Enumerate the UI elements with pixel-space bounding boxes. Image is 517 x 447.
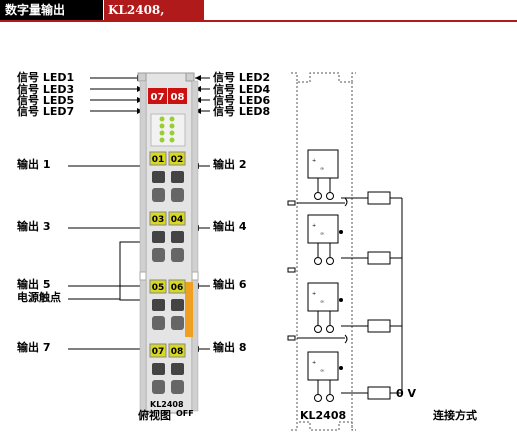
led-green-matrix xyxy=(150,113,186,147)
channel-block-01-02: 01 02 xyxy=(149,151,186,202)
channel-label-05: 05 xyxy=(152,283,165,293)
schematic-model-label: KL2408 xyxy=(300,409,346,422)
channel-label-01: 01 xyxy=(152,155,165,165)
led-label-6: 信号 LED6 xyxy=(213,94,271,107)
output-label-2: 输出 2 xyxy=(213,158,247,171)
svg-text:+: + xyxy=(312,223,316,229)
output-label-4: 输出 4 xyxy=(213,220,247,233)
svg-text:+: + xyxy=(312,158,316,164)
terminal-caption: 俯视图 xyxy=(138,408,171,422)
output-label-8: 输出 8 xyxy=(213,341,247,354)
svg-text:+: + xyxy=(312,291,316,297)
channel-label-06: 06 xyxy=(171,283,184,293)
led-leaders-left xyxy=(90,75,143,114)
svg-text:∞: ∞ xyxy=(320,368,324,374)
header-title: 数字量输出 xyxy=(0,0,103,20)
led-label-2: 信号 LED2 xyxy=(213,71,271,84)
svg-text:∞: ∞ xyxy=(320,166,324,172)
schematic-caption: 连接方式 xyxy=(433,408,477,422)
channel-block-07-08: 07 08 xyxy=(149,343,186,394)
schematic-block-marks: + ∞ + ∞ + ∞ + ∞ xyxy=(312,158,324,374)
led-red-block: 07 08 xyxy=(148,88,187,104)
output-label-5: 输出 5 xyxy=(17,278,51,291)
load-resistor-2 xyxy=(367,251,391,265)
led-number-08: 08 xyxy=(171,92,185,103)
led-number-07: 07 xyxy=(151,92,165,103)
header-models: KL2408, KL2488 xyxy=(104,0,204,37)
svg-text:∞: ∞ xyxy=(320,231,324,237)
load-resistor-4 xyxy=(367,386,391,400)
channel-label-03: 03 xyxy=(152,215,165,225)
power-contact-strip xyxy=(185,282,193,337)
schematic-load-wiring xyxy=(341,191,403,400)
led-label-4: 信号 LED4 xyxy=(213,83,271,96)
terminal-model-label: KL2408 xyxy=(150,400,184,409)
channel-block-05-06: 05 06 xyxy=(149,279,186,330)
power-contact-label: 电源触点 xyxy=(17,291,61,304)
led-label-3: 信号 LED3 xyxy=(17,83,75,96)
load-resistor-1 xyxy=(367,191,391,205)
led-label-7: 信号 LED7 xyxy=(17,105,75,118)
svg-text:∞: ∞ xyxy=(320,299,324,305)
output-label-3: 输出 3 xyxy=(17,220,51,233)
schematic-enclosure xyxy=(291,72,356,431)
load-resistor-3 xyxy=(367,319,391,333)
channel-label-08: 08 xyxy=(171,347,184,357)
output-label-1: 输出 1 xyxy=(17,158,51,171)
schematic-power-rails xyxy=(287,197,348,344)
channel-block-03-04: 03 04 xyxy=(149,211,186,262)
schematic-junctions xyxy=(339,230,343,370)
led-label-1: 信号 LED1 xyxy=(17,71,75,84)
output-label-6: 输出 6 xyxy=(213,278,247,291)
channel-label-04: 04 xyxy=(171,215,184,225)
led-label-5: 信号 LED5 xyxy=(17,94,75,107)
header-bar: 数字量输出 KL2408, KL2488 xyxy=(0,0,517,37)
zero-volt-label: 0 V xyxy=(396,387,416,400)
svg-text:+: + xyxy=(312,360,316,366)
terminal-overlay-text: OFF xyxy=(176,409,194,418)
schematic-channels xyxy=(307,149,339,402)
channel-label-07: 07 xyxy=(152,347,165,357)
channel-label-02: 02 xyxy=(171,155,184,165)
header-underline xyxy=(0,20,517,22)
led-label-8: 信号 LED8 xyxy=(213,105,271,118)
output-label-7: 输出 7 xyxy=(17,341,51,354)
